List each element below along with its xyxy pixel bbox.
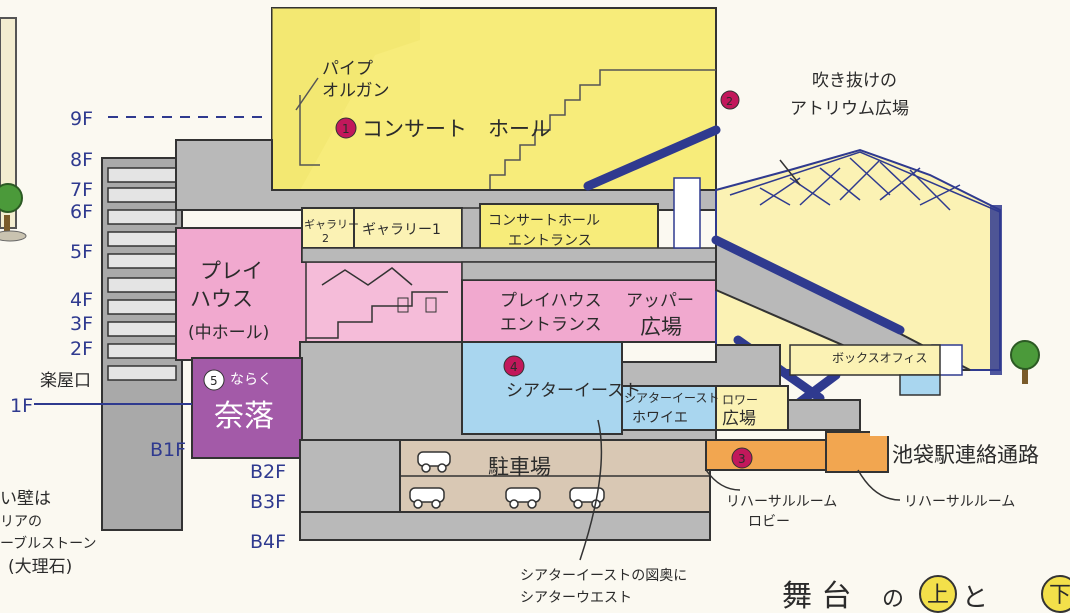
floor-label: 6F: [70, 201, 93, 223]
floor-label: 9F: [70, 108, 93, 130]
car-icon: [409, 451, 605, 509]
escalator-top: [583, 125, 721, 191]
rehearsal-room-label: リハーサルルーム: [904, 494, 1015, 510]
rehearsal-lobby: [705, 439, 827, 471]
svg-text:下: 下: [1049, 583, 1070, 608]
floor-label: 1F: [10, 395, 33, 417]
floor-label: 8F: [70, 149, 93, 171]
wall-note: (大理石): [8, 557, 72, 577]
parking-label: 駐車場: [488, 455, 551, 479]
badge-2: 2: [720, 90, 740, 110]
naraku-ruby: ならく: [230, 372, 272, 388]
east-foyer-label: ホワイエ: [632, 410, 688, 426]
theater-east: [461, 341, 623, 435]
rehearsal-room: [825, 431, 889, 473]
naraku-label: 奈落: [214, 399, 274, 434]
playhouse-entrance-label: エントランス: [500, 315, 602, 335]
gallery-2-label: ギャラリー: [304, 218, 359, 231]
wall-note: い壁は: [0, 489, 51, 509]
badge-1: 1: [335, 117, 357, 139]
rehearsal-lobby-label: リハーサルルーム: [726, 494, 837, 510]
upper-plaza-label: アッパー: [626, 291, 694, 311]
leader-lines: [579, 159, 901, 561]
station-passage-label: 池袋駅連絡通路: [892, 443, 1039, 467]
stage-title: と: [962, 583, 988, 613]
concert-entrance-label: コンサートホール: [488, 213, 600, 229]
stage-title: 舞 台: [782, 579, 852, 613]
box-office-label: ボックスオフィス: [832, 351, 927, 365]
lower-plaza: [715, 385, 789, 431]
gallery-1: [353, 207, 463, 249]
floor-label: 4F: [70, 289, 93, 311]
hall-steps: [489, 69, 716, 190]
atrium-label: アトリウム広場: [790, 99, 909, 119]
concert-hall-label: コンサート ホール: [362, 117, 551, 141]
concert-entrance-label: エントランス: [508, 233, 592, 249]
floor-label: 2F: [70, 338, 93, 360]
svg-text:2: 2: [726, 95, 733, 108]
badge-3: 3: [731, 447, 753, 469]
floor-label: 5F: [70, 241, 93, 263]
floor-label: 3F: [70, 313, 93, 335]
lower-plaza-label: ロワー: [722, 393, 758, 407]
playhouse-entrance-label: プレイハウス: [500, 291, 602, 311]
floor-label: B3F: [250, 491, 286, 513]
organ-label: オルガン: [322, 81, 390, 101]
stage-title: の: [882, 587, 904, 612]
box-office: [789, 344, 941, 376]
gallery-2-label: 2: [322, 232, 329, 245]
floor-label: 7F: [70, 179, 93, 201]
svg-text:上: 上: [927, 583, 949, 608]
rehearsal-lobby-label: ロビー: [748, 514, 790, 530]
tree-icon-right: [1010, 340, 1040, 384]
lower-plaza-label: 広場: [722, 409, 756, 429]
concert-hall-entrance: [479, 203, 659, 253]
svg-text:4: 4: [510, 360, 518, 374]
tree-icon-left: [0, 183, 27, 242]
stage-title-up-badge: 上: [919, 575, 957, 613]
floor-label: B1F: [150, 439, 186, 461]
theater-west-note: シアターイーストの図奥に: [520, 567, 687, 584]
svg-text:3: 3: [738, 452, 746, 466]
svg-text:1: 1: [342, 122, 350, 136]
atrium-label: 吹き抜けの: [812, 71, 897, 91]
escalator-upper: [711, 235, 905, 335]
badge-5: 5: [203, 369, 225, 391]
theater-west-note: シアターウエスト: [520, 590, 632, 606]
upper-plaza-label: 広場: [640, 315, 682, 339]
theater-east-label: シアターイースト: [506, 381, 641, 401]
wall-note: リアの: [0, 514, 42, 530]
east-foyer-label: シアターイースト: [624, 391, 719, 405]
playhouse-label: ハウス: [190, 287, 253, 311]
concert-hall-stage-left: [272, 8, 420, 190]
floor-label: B2F: [250, 461, 286, 483]
svg-text:5: 5: [210, 374, 218, 388]
gallery-1-label: ギャラリー1: [362, 222, 441, 238]
glass-lattice: [729, 151, 1001, 213]
playhouse-label: (中ホール): [188, 323, 269, 343]
tower-floor-lines: [107, 167, 177, 381]
gakuya-label: 楽屋口: [40, 371, 91, 391]
badge-4: 4: [503, 355, 525, 377]
organ-label: パイプ: [322, 59, 373, 79]
floor-label: B4F: [250, 531, 286, 553]
stage-title-down-badge: 下: [1041, 575, 1070, 613]
wall-note: ーブルストーン: [0, 535, 96, 552]
playhouse-label: プレイ: [200, 259, 263, 283]
